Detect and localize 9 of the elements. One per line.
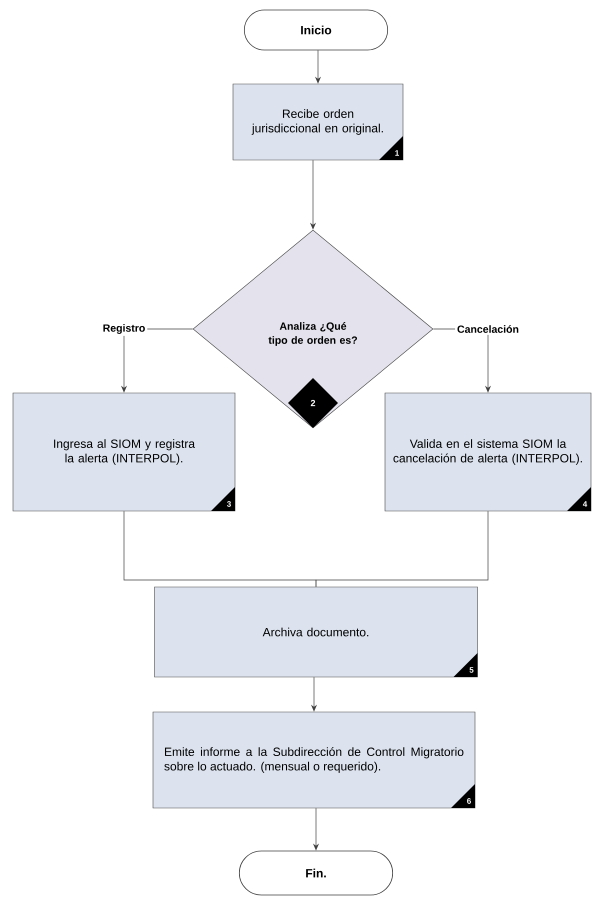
process-box: Emite informe a la Subdirección de Control Migratorio sobre lo actuado. (mensual o requerido). 6 [152, 712, 476, 808]
edge-label: Registro [100, 322, 148, 336]
terminator: Fin. [238, 850, 394, 896]
process-box: Valida en el sistema SIOM la cancelación de alerta (INTERPOL). 4 [384, 392, 592, 512]
terminator: Inicio [244, 10, 388, 50]
process-box: Archiva documento. 5 [154, 586, 478, 678]
process-box: Recibe orden jurisdiccional en original. 1 [232, 84, 404, 160]
process-box: Ingresa al SIOM y registra la alerta (INTERPOL). 3 [12, 392, 236, 512]
edge-label: Cancelación [455, 323, 521, 335]
